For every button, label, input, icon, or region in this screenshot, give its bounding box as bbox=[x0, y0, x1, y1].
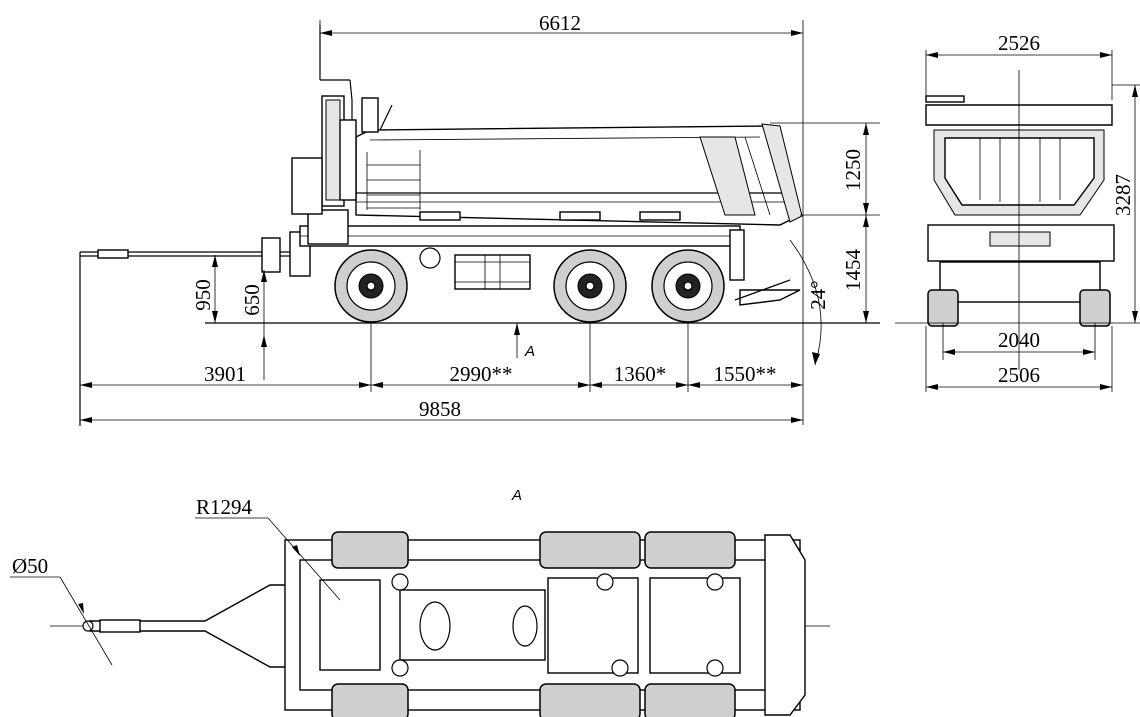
dim-vertical-right: 1250 1454 bbox=[770, 122, 880, 323]
top-view-label-a: A bbox=[511, 487, 522, 504]
dump-body bbox=[355, 123, 803, 226]
dim-text-9858: 9858 bbox=[419, 397, 461, 421]
drawbar bbox=[79, 231, 311, 426]
dim-text-3287: 3287 bbox=[1111, 174, 1135, 216]
dim-text-650: 650 bbox=[240, 284, 264, 316]
dim-text-950: 950 bbox=[191, 279, 215, 311]
top-view: A R1294 bbox=[10, 487, 830, 717]
dim-text-1360: 1360* bbox=[614, 362, 667, 386]
view-arrow-a: A bbox=[514, 323, 535, 360]
rear-view: 2526 3287 2040 2506 bbox=[895, 31, 1140, 392]
side-view: 6612 1250 1454 24° 950 bbox=[79, 11, 880, 426]
dim-text-1454: 1454 bbox=[841, 249, 865, 292]
dim-text-r1294: R1294 bbox=[196, 495, 253, 519]
dim-text-2990: 2990** bbox=[450, 362, 513, 386]
wheel-axle-1 bbox=[334, 249, 408, 323]
wheel-axle-3 bbox=[651, 249, 725, 323]
chassis-frame bbox=[299, 209, 801, 306]
dim-overall-body-length: 6612 bbox=[319, 11, 804, 425]
dim-tipping-angle: 24° bbox=[789, 239, 830, 366]
dim-heights-left: 950 650 bbox=[191, 255, 267, 380]
dim-text-1250: 1250 bbox=[841, 149, 865, 191]
dim-text-2506: 2506 bbox=[998, 363, 1040, 387]
dim-overall-length: 9858 bbox=[80, 397, 803, 423]
view-label-a: A bbox=[524, 343, 535, 360]
dim-text-d50: Ø50 bbox=[12, 554, 48, 578]
dim-text-angle: 24° bbox=[806, 280, 830, 309]
dim-text-3901: 3901 bbox=[204, 362, 246, 386]
dim-axle-chain: 3901 2990** 1360* 1550** bbox=[80, 323, 803, 392]
dim-text-1550: 1550** bbox=[714, 362, 777, 386]
dim-text-2040: 2040 bbox=[998, 328, 1040, 352]
front-cylinder bbox=[291, 25, 393, 215]
dim-text-6612: 6612 bbox=[539, 11, 581, 35]
wheel-axle-2 bbox=[553, 249, 627, 323]
dim-text-2526: 2526 bbox=[998, 31, 1040, 55]
